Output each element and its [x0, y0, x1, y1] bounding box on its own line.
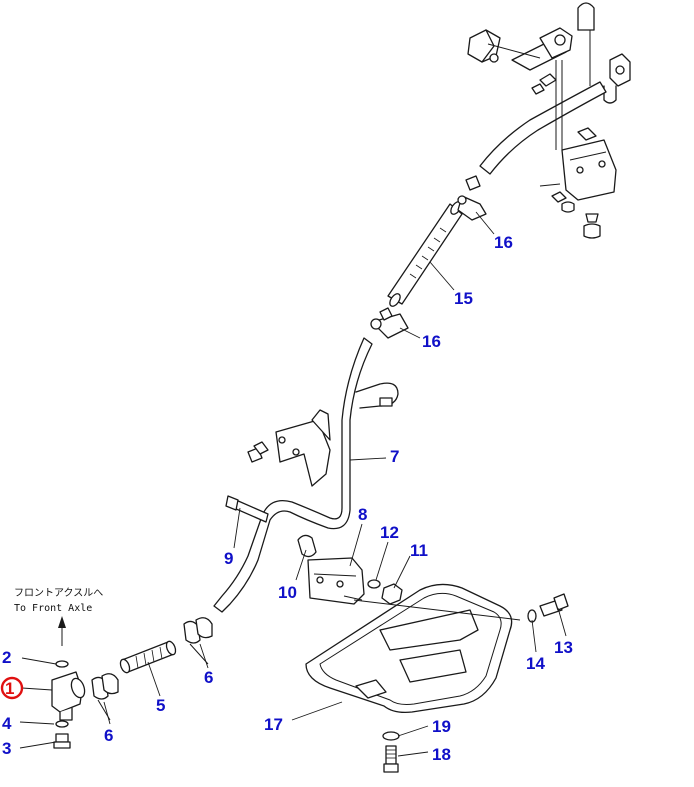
callout-9[interactable]: 9	[224, 549, 233, 568]
bolt-9	[225, 495, 269, 523]
callout-15[interactable]: 15	[454, 289, 473, 308]
callout-18[interactable]: 18	[432, 745, 451, 764]
o-ring-2	[55, 660, 69, 668]
callout-6-left[interactable]: 6	[104, 726, 113, 745]
leader-lines	[19, 211, 567, 757]
plug-3	[53, 733, 71, 749]
callout-16-upper[interactable]: 16	[494, 233, 513, 252]
callout-11[interactable]: 11	[410, 541, 428, 560]
hose-15	[387, 201, 463, 307]
callout-12[interactable]: 12	[380, 523, 399, 542]
hose-clamp-16-lower	[370, 307, 409, 339]
bolt-18	[383, 745, 399, 773]
clamp-10	[297, 534, 317, 558]
note-en: To Front Axle	[14, 603, 92, 614]
o-ring-4	[55, 720, 69, 728]
hose-clamp-6-right	[183, 617, 213, 665]
callout-10[interactable]: 10	[278, 583, 297, 602]
callout-13[interactable]: 13	[554, 638, 573, 657]
callout-5[interactable]: 5	[156, 696, 165, 715]
callout-labels: 1 2 3 4 5 6 6 7 8 9 10 11 12 13 14 15 16…	[0, 233, 573, 764]
bracket-8	[307, 557, 365, 605]
hose-5	[119, 640, 177, 674]
callout-17[interactable]: 17	[264, 715, 283, 734]
nut-11	[381, 583, 403, 605]
top-mount-assembly	[467, 2, 631, 239]
tube-7	[213, 337, 399, 613]
to-front-axle-arrow	[58, 616, 66, 646]
hose-clamp-6-left	[91, 673, 119, 721]
callout-4[interactable]: 4	[2, 714, 12, 733]
guard-plate-17	[305, 583, 521, 714]
washer-12	[367, 579, 381, 589]
highlight-ring	[0, 676, 24, 700]
callout-8[interactable]: 8	[358, 505, 367, 524]
callout-14[interactable]: 14	[526, 654, 545, 673]
bolt-13	[539, 593, 569, 617]
elbow-fitting-1	[51, 671, 86, 721]
callout-3[interactable]: 3	[2, 739, 11, 758]
callout-19[interactable]: 19	[432, 717, 451, 736]
callout-2[interactable]: 2	[2, 648, 11, 667]
note-jp: フロントアクスルへ	[14, 587, 103, 599]
callout-1[interactable]: 1	[5, 679, 14, 698]
callout-16-lower[interactable]: 16	[422, 332, 441, 351]
hose-clamp-16-upper	[457, 175, 487, 221]
callout-6-right[interactable]: 6	[204, 668, 213, 687]
washer-19	[382, 731, 400, 741]
callout-7[interactable]: 7	[390, 447, 399, 466]
